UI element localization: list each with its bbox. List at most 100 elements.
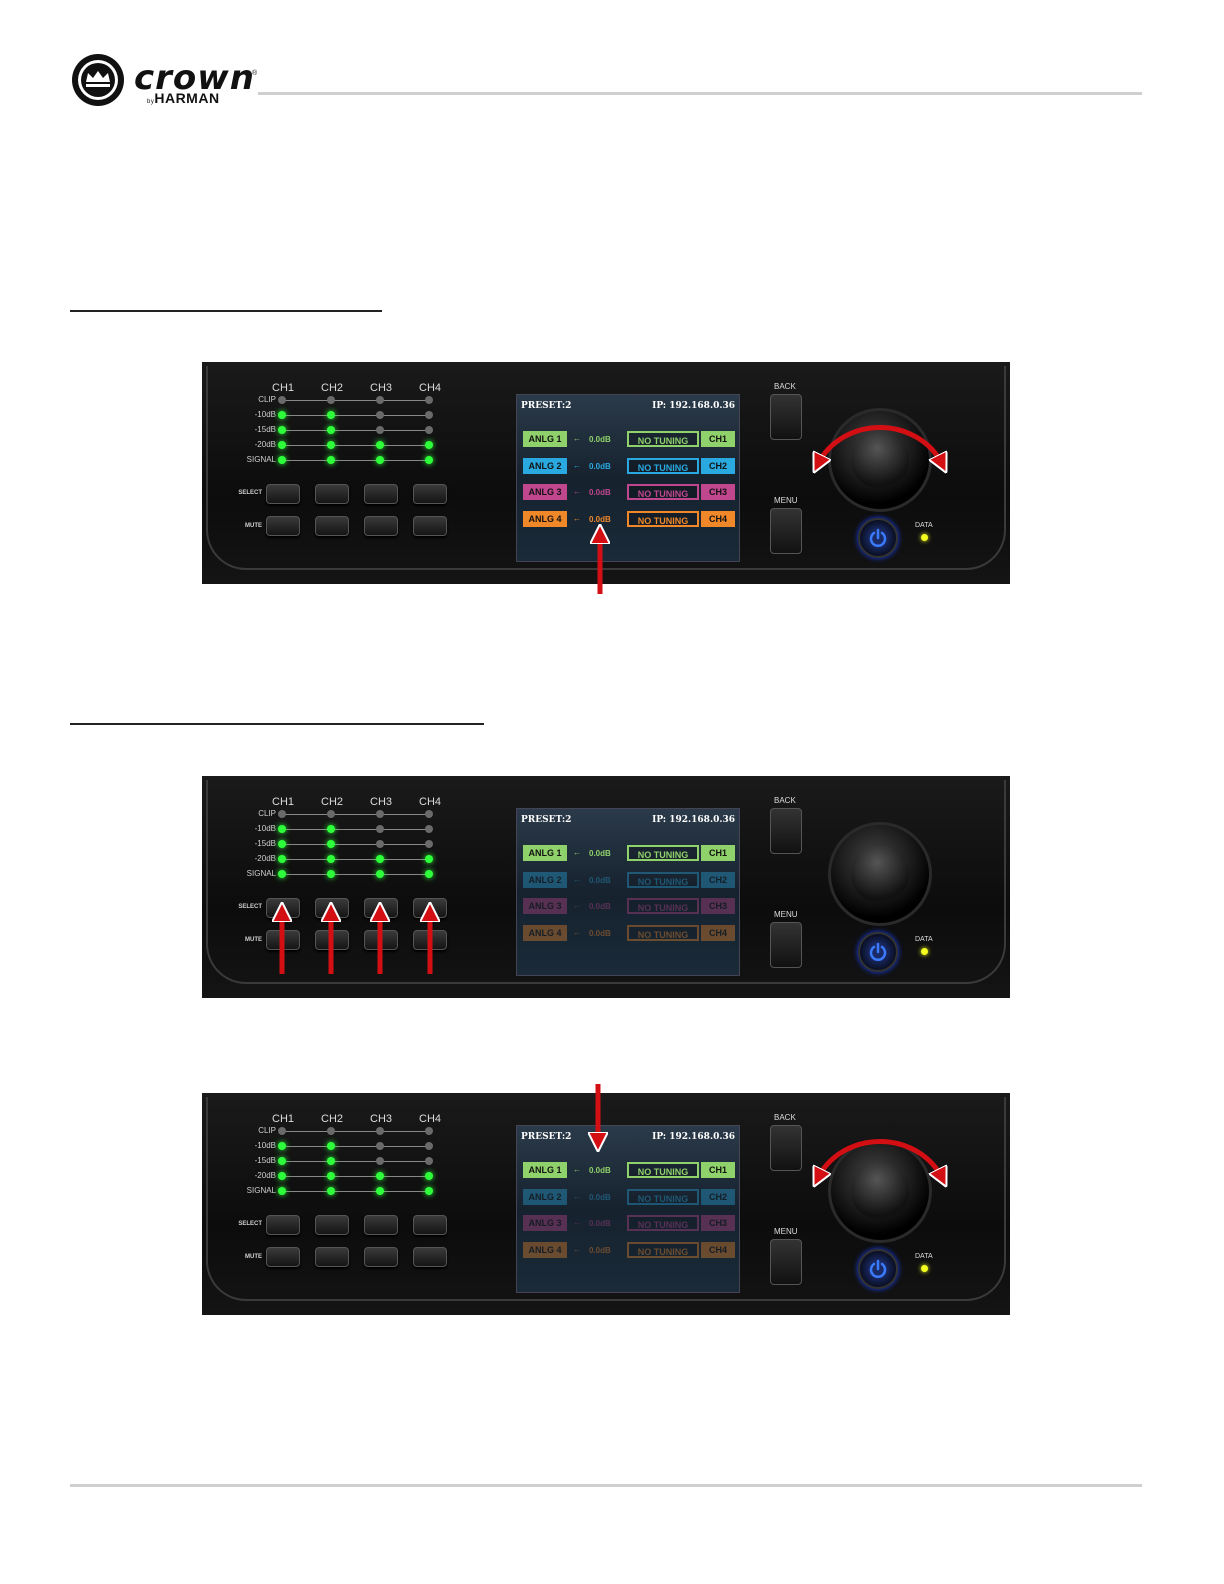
input-tag: ANLG 2 (523, 871, 567, 888)
select-button-1[interactable] (266, 484, 300, 504)
gain-value: 0.0dB (589, 849, 611, 858)
tuning-tag: NO TUNING (627, 924, 699, 941)
meter-label: CLIP (258, 395, 276, 404)
meter-guide-line (282, 460, 432, 461)
tuning-tag: NO TUNING (627, 431, 699, 447)
channel-label-1: CH1 (272, 1113, 295, 1125)
meter-led (376, 840, 384, 848)
meter-led (376, 396, 384, 404)
meter-led (425, 810, 433, 818)
back-button[interactable] (770, 394, 802, 440)
select-button-3[interactable] (364, 484, 398, 504)
meter-led (278, 1157, 286, 1165)
meter-led (376, 426, 384, 434)
mute-button-4[interactable] (413, 1247, 447, 1267)
tuning-tag: NO TUNING (627, 871, 699, 888)
tuning-tag: NO TUNING (627, 1162, 699, 1178)
back-button[interactable] (770, 1125, 802, 1171)
back-button[interactable] (770, 808, 802, 854)
gain-value: 0.0dB (589, 1245, 611, 1255)
mute-button-2[interactable] (315, 1247, 349, 1267)
gain-arrow-icon: ← (573, 927, 581, 937)
meter-led (425, 825, 433, 833)
meter-led (278, 855, 286, 863)
meter-led (278, 441, 286, 449)
meter-led (327, 870, 335, 878)
routing-row-3: ANLG 3 ← 0.0dB NO TUNING CH3 (517, 1126, 739, 1292)
select-button-2[interactable] (315, 1215, 349, 1235)
meter-label: SIGNAL (246, 869, 276, 878)
gain-arrow-icon: ← (573, 1191, 581, 1201)
mute-button-2[interactable] (315, 516, 349, 536)
mute-button-1[interactable] (266, 1247, 300, 1267)
select-button-1[interactable] (266, 1215, 300, 1235)
meter-led (425, 396, 433, 404)
meter-guide-line (282, 415, 432, 416)
rotary-encoder-knob[interactable] (828, 822, 932, 926)
menu-button[interactable] (770, 1239, 802, 1285)
meter-led (425, 411, 433, 419)
meter-led (327, 411, 335, 419)
channel-label-3: CH3 (370, 796, 393, 808)
channel-label-2: CH2 (321, 1113, 344, 1125)
gain-arrow-icon: ← (573, 487, 581, 496)
mute-button-3[interactable] (364, 516, 398, 536)
meter-label: SIGNAL (246, 455, 276, 464)
panel-bezel (206, 1097, 1006, 1301)
output-tag: CH4 (701, 1241, 735, 1258)
output-tag: CH1 (701, 431, 735, 447)
meter-led (327, 840, 335, 848)
meter-label: -10dB (254, 410, 276, 419)
power-button[interactable] (858, 518, 898, 558)
power-button[interactable] (858, 1249, 898, 1289)
meter-label: -15dB (254, 839, 276, 848)
meter-led (278, 1127, 286, 1135)
meter-led (278, 810, 286, 818)
select-button-4[interactable] (413, 484, 447, 504)
channel-label-3: CH3 (370, 1113, 393, 1125)
back-label: BACK (774, 382, 796, 391)
gain-value: 0.0dB (589, 1219, 611, 1228)
rotate-arrow-icon (818, 425, 942, 464)
channel-label-2: CH2 (321, 796, 344, 808)
select-button-2[interactable] (315, 484, 349, 504)
menu-button[interactable] (770, 508, 802, 554)
gain-arrow-icon: ← (573, 513, 581, 523)
meter-led (425, 1172, 433, 1180)
meter-led (425, 870, 433, 878)
gain-arrow-icon: ← (573, 460, 581, 470)
menu-button[interactable] (770, 922, 802, 968)
tuning-tag: NO TUNING (627, 457, 699, 474)
gain-arrow-icon: ← (573, 434, 581, 443)
gain-value: 0.0dB (589, 435, 611, 444)
tuning-tag: NO TUNING (627, 845, 699, 861)
mute-button-1[interactable] (266, 516, 300, 536)
meter-led (425, 1142, 433, 1150)
meter-led (278, 426, 286, 434)
select-button-3[interactable] (364, 1215, 398, 1235)
output-tag: CH4 (701, 510, 735, 527)
mute-button-4[interactable] (413, 516, 447, 536)
input-tag: ANLG 4 (523, 1241, 567, 1258)
output-tag: CH3 (701, 1215, 735, 1231)
select-button-4[interactable] (413, 1215, 447, 1235)
meter-label: CLIP (258, 809, 276, 818)
mute-button-3[interactable] (364, 1247, 398, 1267)
power-button[interactable] (858, 932, 898, 972)
input-tag: ANLG 4 (523, 924, 567, 941)
meter-led (278, 1142, 286, 1150)
gain-arrow-icon: ← (573, 848, 581, 857)
input-tag: ANLG 3 (523, 1215, 567, 1231)
meter-led (376, 825, 384, 833)
panel-bezel (206, 780, 1006, 984)
back-label: BACK (774, 796, 796, 805)
data-label: DATA (915, 522, 933, 529)
select-label: SELECT (238, 490, 262, 496)
meter-guide-line (282, 874, 432, 875)
